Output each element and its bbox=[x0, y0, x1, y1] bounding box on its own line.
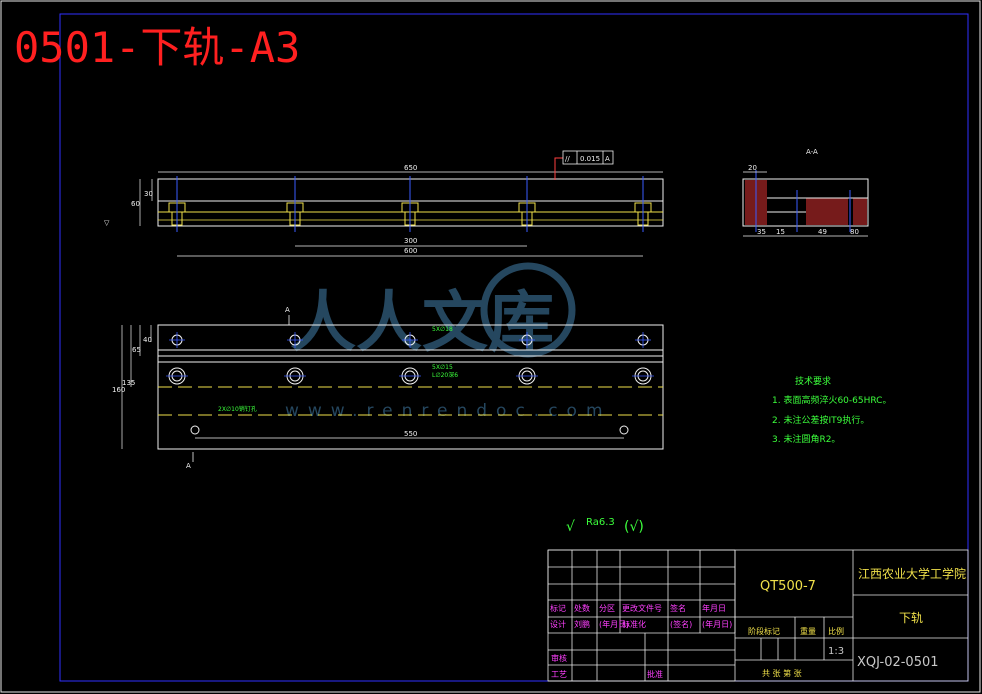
front-rough-mark: ▽ bbox=[104, 219, 110, 227]
tb-design-1: 刘鹏 bbox=[574, 619, 590, 629]
hole-note-b2: L∅20深6 bbox=[432, 371, 458, 379]
tb-stage-label: 阶段标记 bbox=[748, 626, 780, 636]
plan-large-hole-1 bbox=[166, 367, 188, 385]
tech-req-heading: 技术要求 bbox=[795, 375, 831, 387]
plan-view: A A 160 135 65 40 550 5X∅18 5X∅15 L∅20深6… bbox=[112, 306, 664, 470]
tb-design-2: (年月日) bbox=[599, 619, 629, 629]
rough-value: Ra6.3 bbox=[586, 517, 615, 528]
plan-dim-40: 40 bbox=[143, 336, 152, 344]
tb-scale-label: 比例 bbox=[828, 626, 844, 636]
tb-approve: 批准 bbox=[647, 669, 663, 679]
sec-dim-20: 20 bbox=[748, 164, 757, 172]
sec-dim-49: 49 bbox=[818, 228, 827, 236]
tol-datum: A bbox=[605, 155, 610, 163]
plan-large-hole-2 bbox=[284, 367, 306, 385]
plan-small-hole-2 bbox=[287, 332, 303, 348]
tb-process: 工艺 bbox=[551, 670, 567, 679]
tech-requirements: 技术要求 1. 表面高频淬火60-65HRC。 2. 未注公差按IT9执行。 3… bbox=[772, 375, 891, 445]
section-label: A-A bbox=[806, 148, 818, 156]
plan-dim-65: 65 bbox=[132, 346, 141, 354]
section-mark-bottom: A bbox=[186, 462, 191, 470]
plan-small-hole-5 bbox=[635, 332, 651, 348]
tb-design-4: (签名) bbox=[670, 619, 692, 629]
tb-drawing-no: XQJ-02-0501 bbox=[857, 655, 939, 670]
plan-dim-160: 160 bbox=[112, 386, 125, 394]
sec-dim-15: 15 bbox=[776, 228, 785, 236]
plan-large-hole-4 bbox=[516, 367, 538, 385]
section-mark-top: A bbox=[285, 306, 290, 314]
hole-note-a: 5X∅18 bbox=[432, 326, 453, 333]
tb-material: QT500-7 bbox=[760, 579, 816, 594]
tb-weight-label: 重量 bbox=[800, 626, 816, 636]
watermark-url: www.renrendoc.com bbox=[285, 401, 612, 421]
plan-small-hole-1 bbox=[169, 332, 185, 348]
rough-symbol: √ bbox=[566, 519, 575, 535]
plan-large-hole-5 bbox=[632, 367, 654, 385]
tb-hdr-3: 更改文件号 bbox=[622, 603, 662, 613]
plan-dim-550: 550 bbox=[404, 430, 417, 438]
tech-req-1: 1. 表面高频淬火60-65HRC。 bbox=[772, 394, 891, 406]
plan-small-hole-4 bbox=[519, 332, 535, 348]
tb-school: 江西农业大学工学院 bbox=[858, 566, 966, 581]
tb-review: 审核 bbox=[551, 653, 567, 663]
tb-design-0: 设计 bbox=[550, 619, 566, 629]
tb-part-name: 下轨 bbox=[899, 611, 923, 625]
hole-note-c: 2X∅10销钉孔 bbox=[218, 405, 257, 413]
tolerance-frame: // 0.015 A bbox=[554, 150, 614, 180]
dim-60: 60 bbox=[131, 200, 140, 208]
dim-30: 30 bbox=[144, 190, 153, 198]
sec-dim-35: 35 bbox=[757, 228, 766, 236]
tb-sheets: 共 张 第 张 bbox=[762, 668, 802, 678]
tech-req-2: 2. 未注公差按IT9执行。 bbox=[772, 414, 869, 426]
dim-650: 650 bbox=[404, 164, 417, 172]
dim-600: 600 bbox=[404, 247, 417, 255]
tb-hdr-1: 处数 bbox=[574, 603, 590, 613]
tech-req-3: 3. 未注圆角R2。 bbox=[772, 433, 840, 445]
tb-design-5: (年月日) bbox=[702, 619, 732, 629]
dim-300: 300 bbox=[404, 237, 417, 245]
watermark: 人人文库 www.renrendoc.com bbox=[285, 262, 612, 421]
front-view: 650 300 600 60 30 // 0.015 A ▽ bbox=[104, 150, 664, 257]
plan-large-hole-3 bbox=[399, 367, 421, 385]
plan-small-hole-3 bbox=[402, 332, 418, 348]
roughness: √ Ra6.3 (√) bbox=[566, 517, 644, 535]
plan-dim-135: 135 bbox=[122, 379, 135, 387]
tol-symbol: // bbox=[565, 155, 570, 163]
tb-hdr-0: 标记 bbox=[550, 603, 566, 613]
hole-note-b: 5X∅15 bbox=[432, 364, 453, 371]
tb-hdr-5: 年月日 bbox=[702, 603, 726, 613]
drawing-title: 0501-下轨-A3 bbox=[14, 23, 300, 72]
sec-dim-80: 80 bbox=[850, 228, 859, 236]
tb-design-3: 标准化 bbox=[622, 619, 646, 629]
tb-scale: 1:3 bbox=[828, 646, 844, 657]
rough-rest: (√) bbox=[624, 519, 644, 535]
watermark-brand: 人人文库 bbox=[290, 284, 554, 361]
title-block bbox=[547, 549, 969, 682]
tb-hdr-4: 签名 bbox=[670, 603, 686, 613]
inner-frame bbox=[59, 13, 969, 682]
section-view: A-A 20 35 15 49 80 bbox=[742, 148, 869, 237]
tol-value: 0.015 bbox=[580, 155, 600, 163]
tb-hdr-2: 分区 bbox=[599, 604, 615, 613]
